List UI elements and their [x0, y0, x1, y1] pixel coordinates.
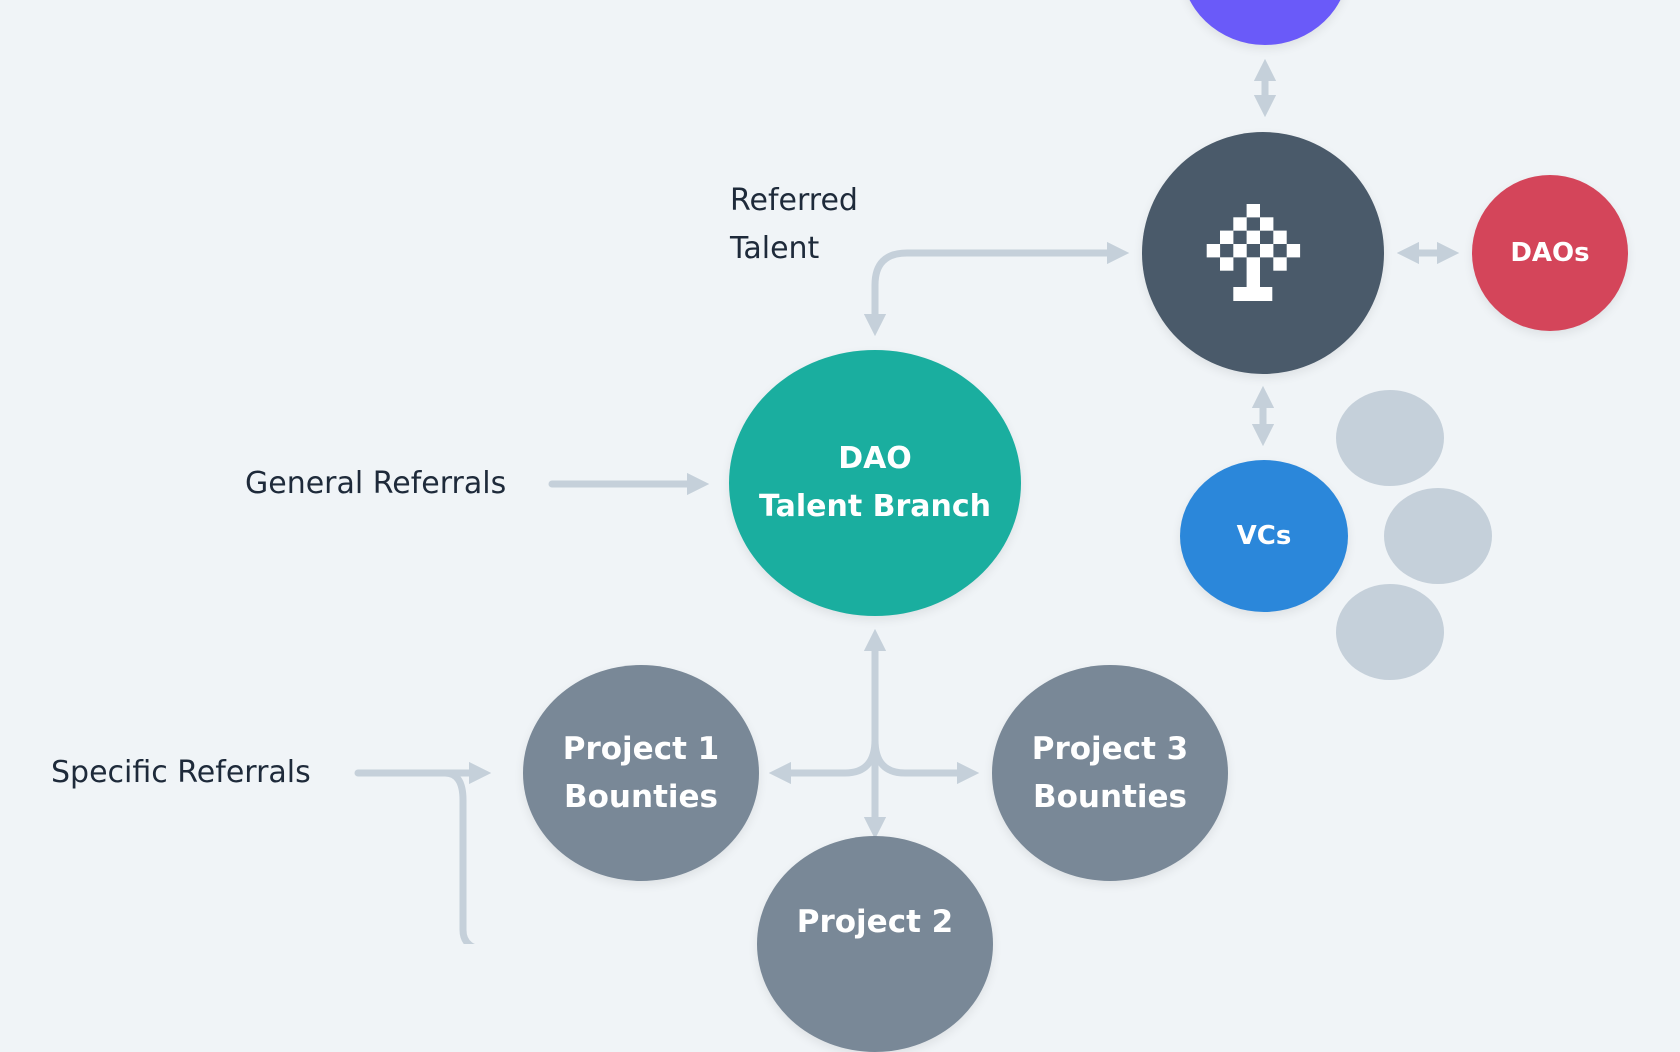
project2-node: Project 2 [757, 836, 993, 1052]
arrow-specific-referrals-branch [441, 769, 476, 944]
placeholder-node-3 [1336, 584, 1444, 680]
project3-line1: Project 3 [1031, 731, 1189, 767]
arrow-to-project1 [768, 736, 879, 785]
connectors [354, 58, 1460, 944]
referred-talent-line2: Talent [730, 231, 820, 266]
placeholder-node-1 [1336, 390, 1444, 486]
arrow-to-project3 [871, 736, 980, 785]
placeholder-node-2 [1384, 488, 1492, 584]
project2-line1: Project 2 [796, 904, 954, 940]
project3-line2: Bounties [1033, 779, 1187, 815]
project1-line2: Bounties [564, 779, 718, 815]
referred-talent-label: Referred Talent [730, 177, 858, 273]
daos-label: DAOs [1510, 238, 1590, 268]
project1-node: Project 1 Bounties [523, 665, 759, 881]
talent-branch-line2: Talent Branch [758, 489, 992, 524]
project1-line1: Project 1 [562, 731, 720, 767]
project3-node: Project 3 Bounties [992, 665, 1228, 881]
arrow-referred-talent [863, 241, 1130, 337]
hub-node [1142, 132, 1384, 374]
referred-talent-line1: Referred [730, 183, 858, 218]
pixel-tree-icon [1206, 204, 1301, 301]
vcs-label: VCs [1236, 521, 1292, 551]
specific-referrals-label: Specific Referrals [51, 755, 311, 790]
talent-branch-node: DAO Talent Branch [729, 350, 1021, 616]
talent-branch-line1: DAO [838, 441, 912, 476]
daos-node: DAOs [1472, 175, 1628, 331]
general-referrals-label: General Referrals [245, 466, 507, 501]
vcs-node: VCs [1180, 460, 1348, 612]
